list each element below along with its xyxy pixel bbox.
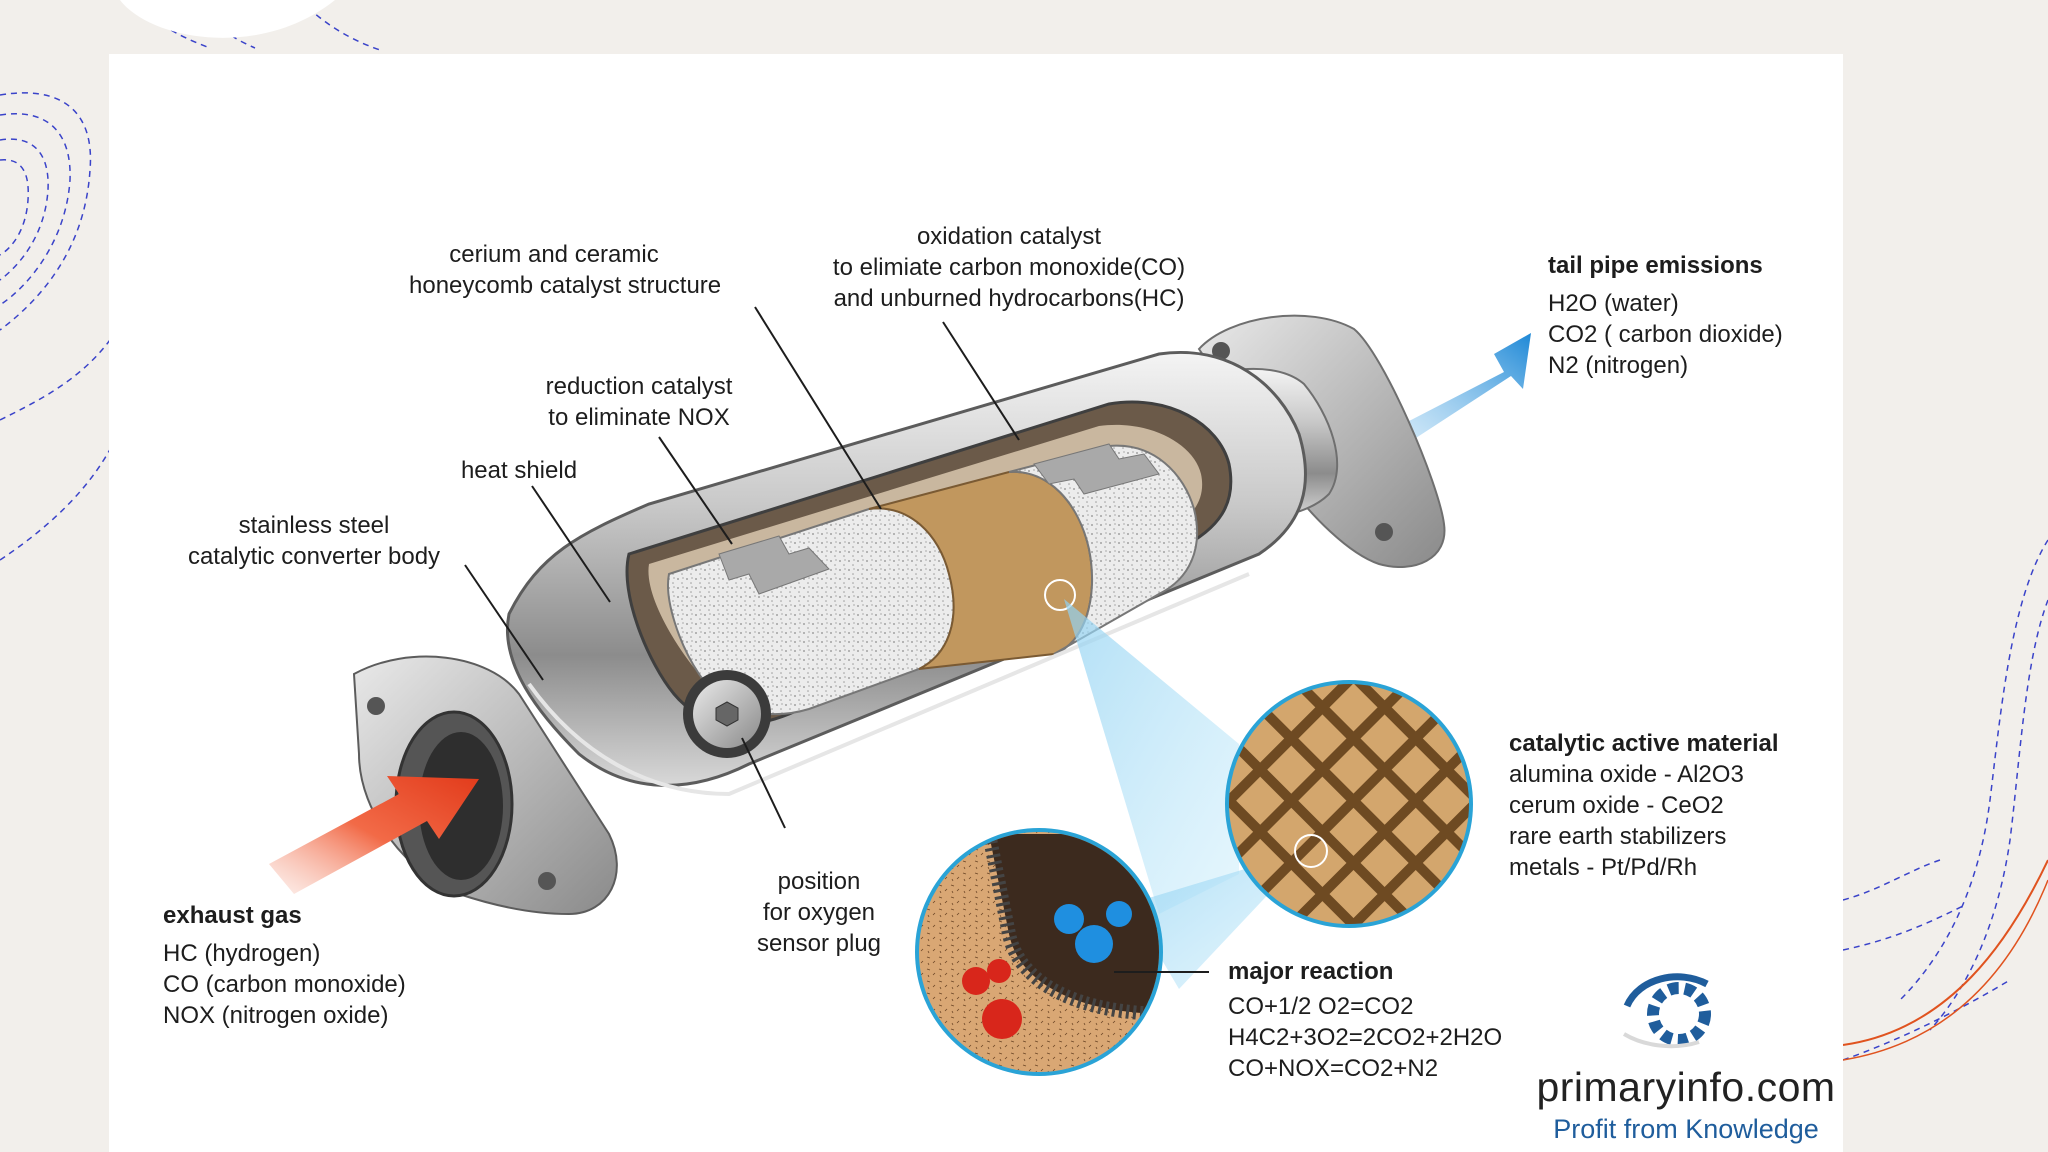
catalytic-converter-illustration (269, 306, 1711, 1076)
label-line: oxidation catalyst (916, 223, 1102, 250)
zoom-origin-marker (1044, 579, 1076, 611)
reaction-heading: major reaction (1228, 958, 1394, 985)
catalytic-line: alumina oxide - Al2O3 (1509, 761, 1744, 788)
exhaust-heading: exhaust gas (163, 902, 302, 929)
exhaust-gas-block: exhaust gas HC (hydrogen) CO (carbon mon… (163, 900, 406, 1031)
tail-pipe-line: H2O (water) (1548, 290, 1679, 317)
oxidation-catalyst-block (1008, 444, 1199, 655)
major-reaction-block: major reaction CO+1/2 O2=CO2 H4C2+3O2=2C… (1228, 956, 1502, 1084)
top-blob (120, 0, 335, 38)
gear-icon (1622, 973, 1711, 1049)
logo-tagline: Profit from Knowledge (1553, 1114, 1819, 1144)
label-line: stainless steel (238, 512, 390, 539)
catalytic-line: metals - Pt/Pd/Rh (1509, 854, 1698, 881)
zoom-beam (1064, 599, 1239, 914)
tail-pipe-emissions-block: tail pipe emissions H2O (water) CO2 ( ca… (1548, 250, 1783, 381)
tail-pipe-heading: tail pipe emissions (1548, 252, 1763, 279)
exhaust-line: NOX (nitrogen oxide) (163, 1002, 389, 1029)
label-line: for oxygen (762, 899, 876, 926)
label-line: honeycomb catalyst structure (409, 272, 722, 299)
label-oxygen-sensor: position for oxygen sensor plug (729, 866, 909, 959)
leader-lines (464, 306, 1209, 973)
catalytic-line: cerum oxide - CeO2 (1509, 792, 1724, 819)
label-line: to elimiate carbon monoxide(CO) (832, 254, 1186, 281)
orange-accent-curve (1842, 859, 2048, 1046)
label-line: position (777, 868, 861, 895)
inlet-flange (352, 655, 618, 916)
label-line: and unburned hydrocarbons(HC) (833, 285, 1185, 312)
reduction-catalyst-top (718, 535, 830, 595)
catalytic-line: rare earth stabilizers (1509, 823, 1727, 850)
catalytic-material-block: catalytic active material alumina oxide … (1509, 728, 1779, 883)
tailpipe-arrow (1384, 333, 1531, 449)
label-line: to eliminate NOX (548, 404, 730, 431)
oxidation-catalyst-top (1033, 443, 1160, 495)
label-line: catalytic converter body (187, 543, 441, 570)
tail-pipe-line: CO2 ( carbon dioxide) (1548, 321, 1783, 348)
exhaust-line: CO (carbon monoxide) (163, 971, 406, 998)
reaction-line: CO+NOX=CO2+N2 (1228, 1055, 1439, 1082)
label-oxidation-catalyst: oxidation catalyst to elimiate carbon mo… (799, 221, 1219, 314)
label-steel-body: stainless steel catalytic converter body (169, 510, 459, 572)
honeycomb-zoom-circle (1225, 680, 1473, 928)
exhaust-line: HC (hydrogen) (163, 940, 321, 967)
logo-name: primaryinfo.com (1536, 1064, 1836, 1110)
molecule-zoom-circle (915, 828, 1163, 1076)
label-line: cerium and ceramic (449, 241, 659, 268)
label-line: sensor plug (756, 930, 882, 957)
label-heat-shield: heat shield (429, 455, 609, 486)
diagram-card: cerium and ceramic honeycomb catalyst st… (109, 54, 1843, 1152)
label-cerium-honeycomb: cerium and ceramic honeycomb catalyst st… (409, 239, 722, 301)
heat-shield-rim (527, 572, 1250, 797)
reaction-line: H4C2+3O2=2CO2+2H2O (1228, 1024, 1503, 1051)
label-line: reduction catalyst (545, 373, 733, 400)
orange-accent-curve-2 (1842, 879, 2048, 1061)
tail-pipe-line: N2 (nitrogen) (1548, 352, 1689, 379)
right-dashed-contours (1842, 539, 2048, 1061)
label-line: heat shield (460, 457, 578, 484)
catalytic-heading: catalytic active material (1509, 730, 1779, 757)
reaction-line: CO+1/2 O2=CO2 (1228, 993, 1414, 1020)
exhaust-arrow (269, 776, 479, 894)
label-reduction-catalyst: reduction catalyst to eliminate NOX (504, 371, 774, 433)
oxygen-sensor-plug (683, 670, 771, 758)
